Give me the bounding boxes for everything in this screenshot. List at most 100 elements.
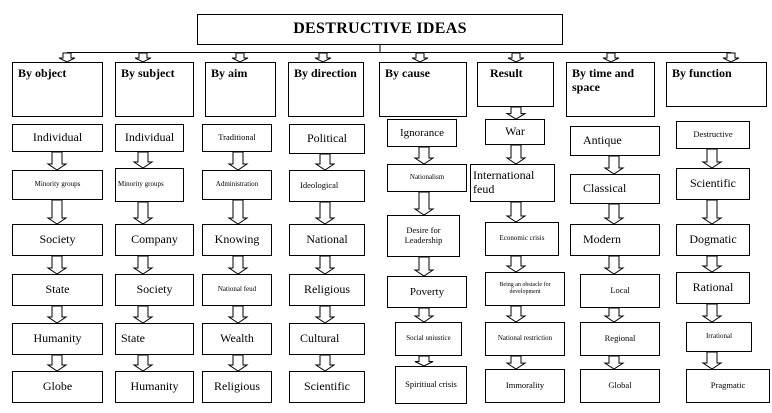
- flow-arrow-3-4: [227, 305, 249, 324]
- node-by-time-and-space-1: Antique: [570, 126, 660, 156]
- flow-arrow-6-4: [505, 255, 527, 273]
- heading-by-aim: By aim: [205, 62, 276, 117]
- node-by-time-and-space-3: Modern: [570, 224, 660, 256]
- node-by-cause-5: Social uniustice: [395, 322, 462, 356]
- node-by-direction-6: Scientific: [289, 371, 365, 403]
- header-arrow-4: [314, 52, 332, 63]
- node-by-function-5: Irrational: [686, 322, 752, 352]
- node-by-subject-3: Company: [115, 224, 194, 256]
- node-by-object-4: State: [12, 274, 103, 306]
- node-by-function-2: Scientific: [676, 168, 750, 200]
- heading-by-cause: By cause: [379, 62, 467, 117]
- diagram-title: DESTRUCTIVE IDEAS: [197, 14, 563, 45]
- node-by-function-6: Pragmatic: [686, 369, 770, 403]
- flow-arrow-8-1: [701, 148, 723, 169]
- flow-arrow-2-2: [132, 201, 154, 225]
- flow-arrow-5-1: [413, 146, 435, 165]
- node-by-aim-1: Traditional: [202, 124, 272, 152]
- node-result-3: Economic crisis: [485, 222, 559, 256]
- node-result-4: Being an obstacle for development: [485, 272, 565, 306]
- node-by-time-and-space-4: Local: [580, 274, 660, 308]
- node-result-6: Immorality: [485, 369, 565, 403]
- flow-arrow-2-5: [132, 354, 154, 372]
- node-result-5: National restriction: [485, 322, 565, 356]
- heading-by-subject: By subject: [115, 62, 194, 117]
- node-by-object-5: Humanity: [12, 323, 103, 355]
- flow-arrow-8-5: [701, 351, 723, 370]
- node-by-function-1: Destructive: [676, 121, 750, 149]
- node-by-direction-2: Ideological: [289, 170, 365, 202]
- flow-arrow-5-2: [413, 191, 435, 216]
- node-by-object-2: Minority groups: [12, 170, 103, 200]
- flow-arrow-5-3: [413, 256, 435, 277]
- flow-arrow-6-2: [505, 144, 527, 165]
- flow-arrow-4-2: [314, 201, 336, 225]
- header-arrow-7: [602, 52, 620, 63]
- flow-arrow-5-5: [414, 355, 434, 367]
- flow-arrow-4-3: [314, 255, 336, 275]
- node-by-subject-4: Society: [115, 274, 194, 306]
- node-result-2: International feud: [470, 164, 555, 202]
- flow-arrow-5-4: [413, 307, 435, 323]
- flow-arrow-7-2: [603, 203, 625, 225]
- flow-arrow-1-4: [46, 305, 68, 324]
- node-by-time-and-space-5: Regional: [580, 322, 660, 356]
- node-by-direction-1: Political: [289, 124, 365, 154]
- node-by-time-and-space-6: Global: [580, 369, 660, 403]
- header-arrow-3: [231, 52, 249, 63]
- flow-arrow-6-5: [505, 305, 527, 323]
- node-by-function-4: Rational: [676, 272, 750, 304]
- node-by-cause-2: Nationalism: [387, 164, 467, 192]
- node-by-aim-3: Knowing: [202, 224, 272, 256]
- flow-arrow-1-3: [46, 255, 68, 275]
- flow-arrow-3-2: [227, 199, 249, 225]
- heading-by-time-and-space: By time and space: [566, 62, 655, 117]
- node-by-direction-5: Cultural: [289, 323, 365, 355]
- flow-arrow-3-1: [227, 151, 249, 171]
- header-arrow-8: [722, 52, 740, 63]
- flow-arrow-4-4: [314, 305, 336, 324]
- node-result-1: War: [485, 119, 545, 145]
- flow-arrow-6-3: [505, 201, 527, 223]
- flow-arrow-7-1: [603, 155, 625, 175]
- flow-arrow-6-1: [505, 106, 527, 120]
- flow-arrow-6-6: [505, 355, 527, 370]
- flow-arrow-2-1: [132, 151, 154, 169]
- node-by-direction-3: National: [289, 224, 365, 256]
- flow-arrow-2-3: [132, 255, 154, 275]
- flow-arrow-3-5: [227, 354, 249, 372]
- node-by-cause-6: Spiritiual crisis: [395, 366, 467, 404]
- flow-arrow-7-5: [603, 355, 625, 370]
- node-by-aim-4: National feud: [202, 274, 272, 306]
- node-by-aim-6: Religious: [202, 371, 272, 403]
- heading-by-object: By object: [12, 62, 103, 117]
- flow-arrow-7-3: [603, 255, 625, 275]
- heading-by-direction: By direction: [288, 62, 364, 117]
- node-by-direction-4: Religious: [289, 274, 365, 306]
- flow-arrow-8-2: [701, 199, 723, 225]
- flow-arrow-8-4: [701, 303, 723, 323]
- node-by-function-3: Dogmatic: [676, 224, 750, 256]
- flow-arrow-7-4: [603, 307, 625, 323]
- heading-by-function: By function: [666, 62, 767, 107]
- flow-arrow-4-1: [314, 153, 336, 171]
- flow-arrow-2-4: [132, 305, 154, 324]
- header-arrow-5: [411, 52, 429, 63]
- header-arrow-1: [58, 52, 76, 63]
- node-by-object-3: Society: [12, 224, 103, 256]
- flow-arrow-3-3: [227, 255, 249, 275]
- flow-arrow-1-1: [46, 151, 68, 171]
- node-by-aim-5: Wealth: [202, 323, 272, 355]
- header-arrow-6: [507, 52, 525, 63]
- heading-result: Result: [477, 62, 554, 107]
- node-by-object-6: Globe: [12, 371, 103, 403]
- flow-arrow-1-5: [46, 354, 68, 372]
- node-by-subject-6: Humanity: [115, 371, 194, 403]
- node-by-aim-2: Administration: [202, 170, 272, 200]
- node-by-cause-3: Desire for Leadership: [387, 215, 460, 257]
- node-by-cause-1: Ignorance: [387, 119, 457, 147]
- header-arrow-2: [134, 52, 152, 63]
- node-by-time-and-space-2: Classical: [570, 174, 660, 204]
- flow-arrow-8-3: [701, 255, 723, 273]
